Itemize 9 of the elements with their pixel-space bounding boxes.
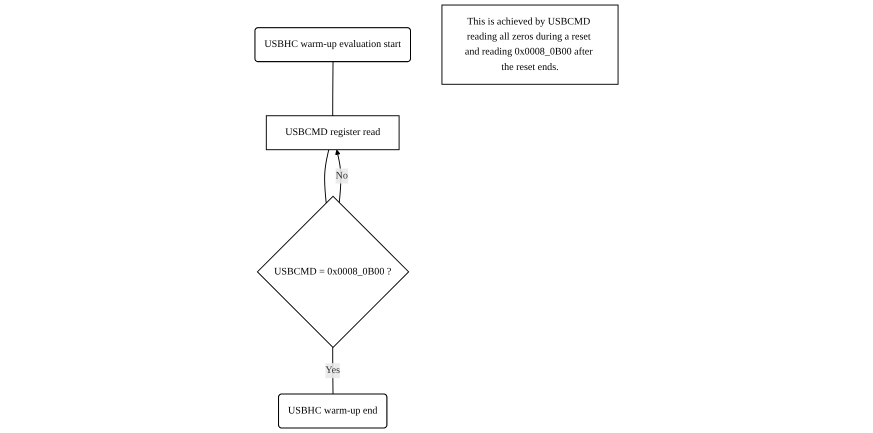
connector [332, 61, 334, 116]
edge-label: No [336, 170, 348, 182]
node-box: This is achieved by USBCMD reading all zeros during a reset and reading 0x0008_0B00 after the reset ends. [441, 4, 619, 85]
connector [332, 346, 334, 395]
connector [324, 149, 330, 204]
node-diamond: USBCMD = 0x0008_0B00 ? [256, 196, 410, 348]
edge-label: Yes [325, 365, 340, 376]
node-box: USBCMD register read [266, 115, 400, 150]
arrow [335, 149, 342, 204]
